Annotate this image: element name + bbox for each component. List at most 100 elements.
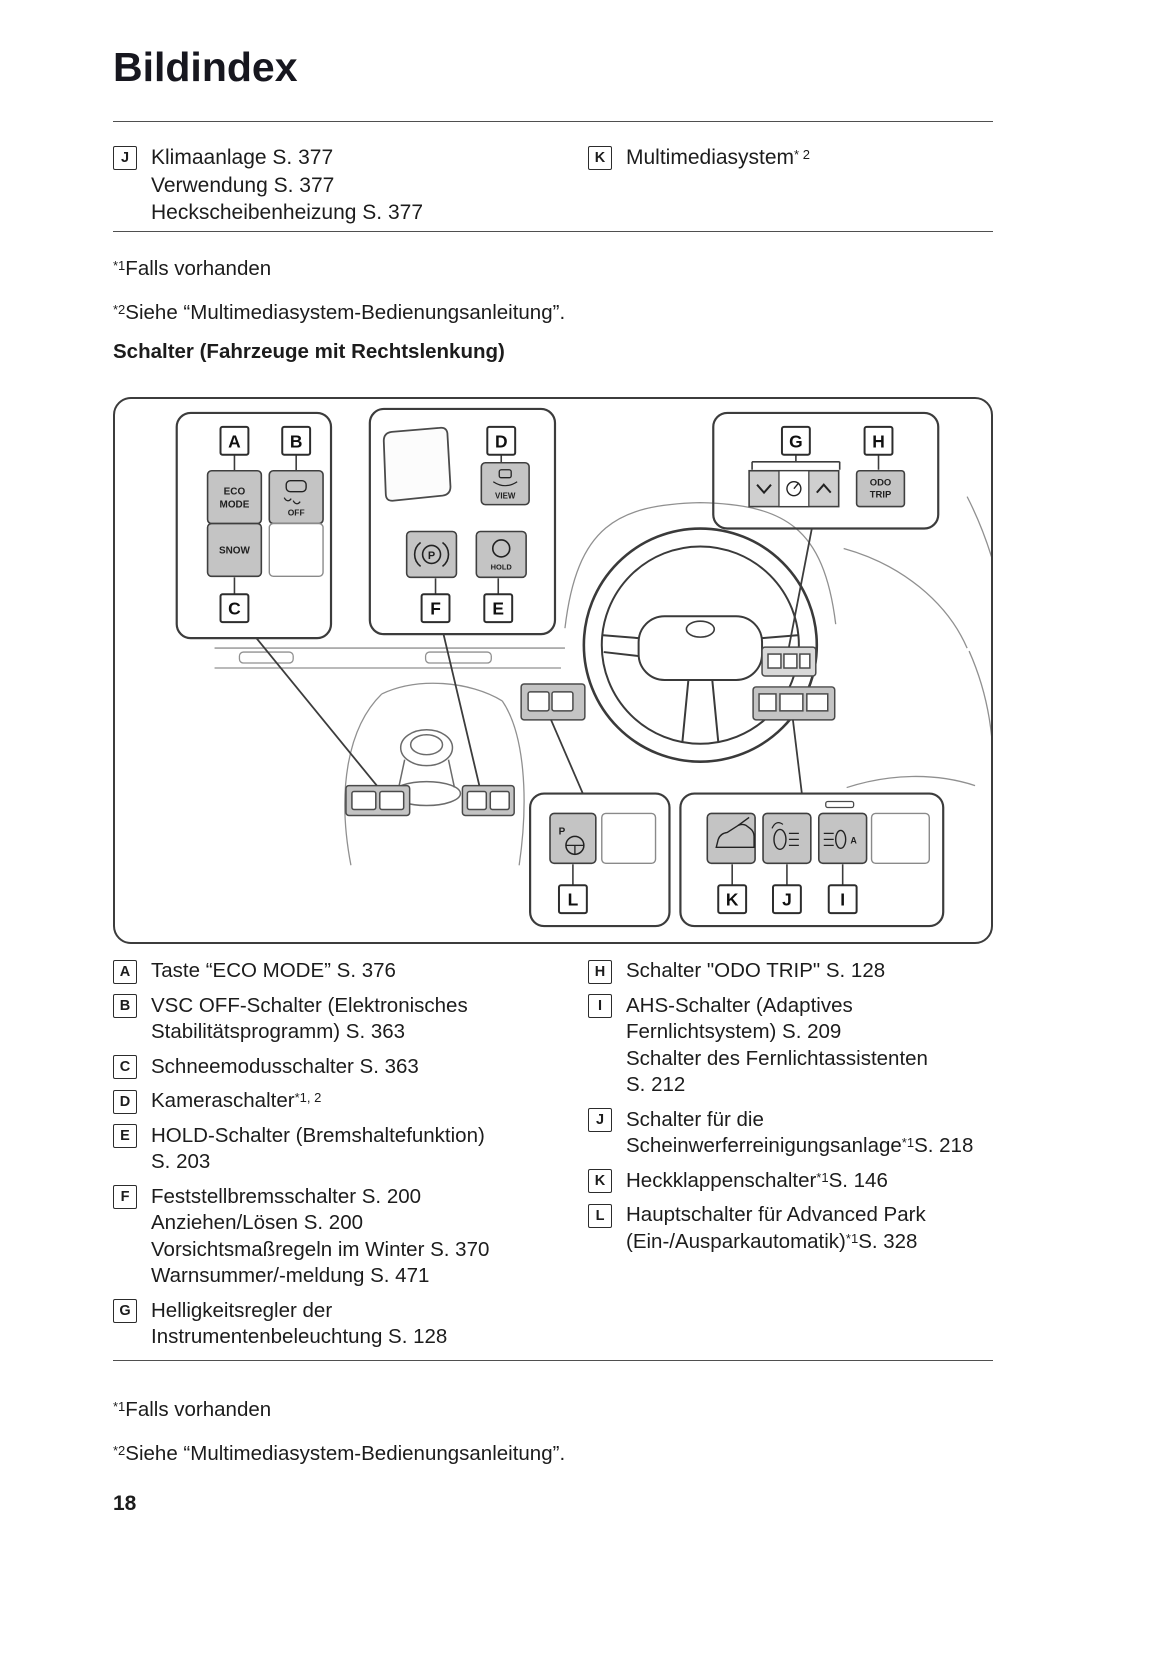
button-vsc-off: OFF — [268, 469, 324, 525]
car-icon — [285, 480, 307, 493]
callout-e: E — [483, 593, 514, 624]
legend-line: Fernlichtsystem) S. 209 — [626, 1020, 842, 1043]
page-title: Bildindex — [113, 44, 298, 90]
callout-badge-l: L — [588, 1203, 612, 1228]
legend-line: AHS-Schalter (Adaptives — [626, 993, 853, 1017]
legend-line: Heckklappenschalter*1S. 146 — [626, 1168, 888, 1192]
svg-text:MODE: MODE — [220, 500, 250, 511]
svg-text:A: A — [228, 431, 241, 451]
footnote-4: *2Siehe “Multimediasystem-Bedienungsanle… — [113, 1442, 566, 1465]
left-lower-switch-panel — [520, 683, 586, 721]
svg-text:J: J — [782, 890, 792, 910]
legend-item-l: L Hauptschalter für Advanced Park (Ein-/Au… — [588, 1202, 1033, 1255]
callout-c: C — [219, 593, 250, 624]
svg-text:TRIP: TRIP — [870, 490, 892, 501]
callout-connectors — [233, 454, 880, 886]
leader-lines — [255, 528, 813, 794]
legend-line: Warnsummer/-meldung S. 471 — [151, 1264, 430, 1287]
callout-badge-j: J — [588, 1108, 612, 1132]
legend-line: VSC OFF-Schalter (Elektronisches — [151, 993, 468, 1017]
svg-text:C: C — [228, 599, 241, 619]
legend-line: (Ein-/Ausparkautomatik)*1S. 328 — [626, 1229, 918, 1253]
callout-b: B — [281, 425, 312, 456]
car-tailgate-icon — [715, 823, 755, 849]
svg-text:E: E — [492, 599, 504, 619]
section-heading: Schalter (Fahrzeuge mit Rechtslenkung) — [113, 340, 505, 363]
top-legend-item-k: K Multimediasystem* 2 — [588, 144, 810, 227]
button-blank-1 — [268, 522, 324, 578]
svg-text:HOLD: HOLD — [491, 562, 513, 571]
skid-icon — [283, 497, 301, 505]
svg-text:I: I — [840, 890, 845, 910]
legend-line: Taste “ECO MODE” S. 376 — [151, 959, 396, 982]
washer-spray-icon — [771, 822, 784, 829]
button-ahs: A — [817, 800, 868, 865]
callout-badge-g: G — [113, 1299, 137, 1323]
callout-badge-k: K — [588, 145, 612, 170]
divider-top — [113, 121, 993, 122]
open-hatch-icon — [737, 816, 750, 826]
legend-line: Helligkeitsregler der — [151, 1298, 333, 1322]
legend-entry-text: Taste “ECO MODE” S. 376 — [151, 958, 396, 985]
console-switch-bank-right — [461, 784, 515, 817]
legend-entry-text: Heckklappenschalter*1S. 146 — [626, 1168, 888, 1195]
footnote-3: *1Falls vorhanden — [113, 1398, 272, 1421]
legend-line: Hauptschalter für Advanced Park — [626, 1203, 926, 1226]
svg-text:VIEW: VIEW — [495, 492, 516, 501]
car-icon — [498, 469, 512, 479]
svg-text:ECO: ECO — [224, 487, 246, 498]
button-blank-3 — [870, 812, 930, 864]
footnote-2: *2Siehe “Multimediasystem-Bedienungsanle… — [113, 301, 566, 324]
callout-l: L — [557, 884, 588, 915]
svg-text:G: G — [789, 431, 803, 451]
legend-line: S. 212 — [626, 1073, 686, 1096]
button-odo-trip: ODO TRIP — [855, 469, 906, 508]
button-advanced-park: P — [549, 812, 597, 865]
wheel-side-switch-panel — [752, 686, 836, 721]
headlight-icon — [773, 828, 787, 851]
legend-entry-text: Kameraschalter*1, 2 — [151, 1088, 321, 1115]
button-eco-mode: ECO MODE — [206, 469, 263, 525]
svg-text:A: A — [850, 835, 857, 845]
legend-item-a: A Taste “ECO MODE” S. 376 — [113, 958, 588, 985]
callout-badge-j: J — [113, 145, 137, 170]
legend-line: S. 203 — [151, 1150, 211, 1173]
callout-d: D — [486, 425, 517, 456]
paren-left-icon — [413, 541, 422, 568]
parking-circle-icon — [421, 544, 442, 565]
legend-line: Schalter des Fernlichtassistenten — [626, 1046, 928, 1070]
callout-badge-c: C — [113, 1055, 137, 1079]
legend-line: Kameraschalter*1, 2 — [151, 1089, 322, 1112]
svg-text:H: H — [872, 431, 885, 451]
legend-line: Verwendung S. 377 — [151, 173, 335, 197]
legend-line: Vorsichtsmaßregeln im Winter S. 370 — [151, 1237, 490, 1261]
legend-entry-text: Schalter "ODO TRIP" S. 128 — [626, 958, 885, 985]
legend-line: Heckscheibenheizung S. 377 — [151, 201, 424, 224]
svg-text:D: D — [495, 431, 508, 451]
callout-badge-d: D — [113, 1089, 137, 1114]
svg-text:F: F — [430, 599, 441, 619]
callout-badge-a: A — [113, 959, 137, 984]
legend-line: Klimaanlage S. 377 — [151, 146, 334, 169]
legend-item-d: D Kameraschalter*1, 2 — [113, 1088, 588, 1115]
callout-i: I — [827, 884, 858, 915]
callout-a: A — [219, 425, 250, 456]
legend-line: Instrumentenbeleuchtung S. 128 — [151, 1325, 448, 1348]
legend-line: Multimediasystem* 2 — [626, 146, 810, 169]
callout-j: J — [772, 884, 802, 915]
paren-right-icon — [441, 541, 450, 568]
callout-h: H — [863, 425, 894, 456]
hold-circle-icon — [491, 539, 511, 558]
